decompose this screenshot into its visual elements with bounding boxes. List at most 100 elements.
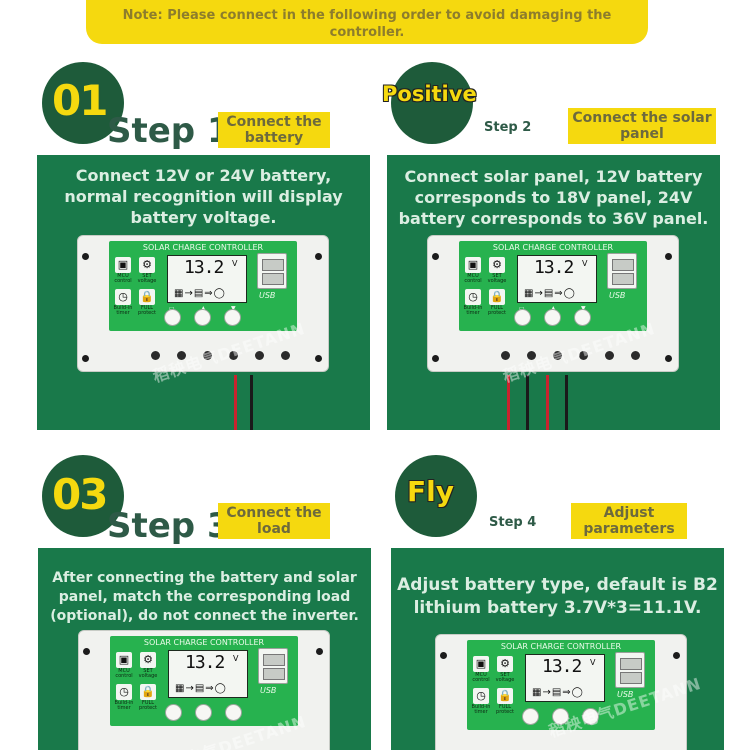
lcd-voltage: 13.2 (534, 257, 574, 278)
usb-port (615, 652, 645, 688)
board-title: SOLAR CHARGE CONTROLLER (500, 642, 622, 651)
terminal (177, 351, 186, 360)
usb-slot (262, 273, 284, 285)
menu-button[interactable] (164, 309, 181, 326)
set-icon: ⚙ (489, 257, 505, 273)
step-1-description: Connect 12V or 24V battery, normal recog… (64, 166, 343, 227)
usb-port (607, 253, 637, 289)
up-button[interactable] (544, 309, 561, 326)
step-3-badge-number: 03 (52, 470, 108, 519)
set-label: SET voltage (487, 273, 507, 284)
step-2-description: Connect solar panel, 12V battery corresp… (398, 167, 709, 228)
lcd-status-icons: ▦→▤⇒◯ (174, 288, 226, 299)
terminal (255, 351, 264, 360)
usb-slot (263, 654, 285, 666)
lcd-voltage: 13.2 (185, 652, 225, 673)
step-3-description: After connecting the battery and solar p… (50, 570, 359, 624)
mount-hole (82, 253, 89, 260)
step-1-tag: Connect the battery (218, 112, 330, 148)
terminal (203, 351, 212, 360)
usb-slot (262, 259, 284, 271)
board-title: SOLAR CHARGE CONTROLLER (142, 243, 264, 252)
terminal (151, 351, 160, 360)
lock-icon: 🔒 (139, 289, 155, 305)
lcd-display: 13.2 V ▦→▤⇒◯ (168, 650, 248, 698)
step-3-badge (42, 455, 124, 537)
step-1-title: Step 1 (107, 111, 231, 151)
lcd-voltage: 13.2 (184, 257, 224, 278)
battery-wire (565, 375, 568, 430)
set-label: SET voltage (495, 672, 515, 683)
up-button[interactable] (552, 708, 569, 725)
step-3-controller: SOLAR CHARGE CONTROLLER ▣ MCU control ⚙ … (78, 630, 330, 750)
battery-wire-negative (250, 375, 253, 430)
terminal (579, 351, 588, 360)
solar-wire (526, 375, 529, 430)
lcd-status-icons: ▦→▤⇒◯ (524, 288, 576, 299)
protect-label: FULL protect (138, 305, 156, 316)
up-button[interactable] (194, 309, 211, 326)
mcu-icon: ▣ (116, 652, 132, 668)
step-2-badge-word: Positive (382, 82, 477, 106)
menu-button[interactable] (165, 704, 182, 721)
step-3-panel: After connecting the battery and solar p… (38, 548, 371, 750)
step-4-badge (395, 455, 477, 537)
step-1-badge-number: 01 (52, 76, 108, 125)
step-4-controller: SOLAR CHARGE CONTROLLER ▣ MCU control ⚙ … (435, 634, 703, 750)
step-2-badge (391, 62, 473, 144)
step-1-controller: SOLAR CHARGE CONTROLLER ▣ MCU control ⚙ … (77, 235, 329, 430)
timer-icon: ◷ (465, 289, 481, 305)
lcd-unit: V (582, 259, 588, 268)
mount-hole (673, 652, 680, 659)
lock-icon: 🔒 (497, 688, 513, 704)
lock-icon: 🔒 (140, 684, 156, 700)
down-button[interactable] (224, 309, 241, 326)
mcu-icon: ▣ (465, 257, 481, 273)
lcd-unit: V (590, 658, 596, 667)
mcu-label: MCU control (464, 273, 482, 284)
timer-label: Build-in timer (471, 704, 491, 715)
controller-face: SOLAR CHARGE CONTROLLER ▣ MCU control ⚙ … (109, 241, 297, 331)
lcd-voltage: 13.2 (542, 656, 582, 677)
menu-button[interactable] (514, 309, 531, 326)
terminal (631, 351, 640, 360)
terminal (527, 351, 536, 360)
step-2-controller: SOLAR CHARGE CONTROLLER ▣ MCU control ⚙ … (427, 235, 679, 430)
button-mark: ▭ (169, 305, 175, 312)
controller-face: SOLAR CHARGE CONTROLLER ▣ MCU control ⚙ … (467, 640, 655, 730)
solar-wire (507, 375, 510, 430)
lock-icon: 🔒 (489, 289, 505, 305)
down-button[interactable] (225, 704, 242, 721)
mcu-label: MCU control (114, 273, 132, 284)
board-title: SOLAR CHARGE CONTROLLER (143, 638, 265, 647)
lcd-status-icons: ▦→▤⇒◯ (175, 683, 227, 694)
menu-button[interactable] (522, 708, 539, 725)
usb-label: USB (609, 291, 626, 300)
step-2-tag: Connect the solar panel (568, 108, 716, 144)
lcd-unit: V (233, 654, 239, 663)
set-icon: ⚙ (140, 652, 156, 668)
set-icon: ⚙ (139, 257, 155, 273)
step-4-description: Adjust battery type, default is B2 lithi… (397, 575, 718, 618)
step-2-title: Step 2 (484, 120, 532, 135)
timer-icon: ◷ (115, 289, 131, 305)
mount-hole (665, 253, 672, 260)
battery-wire (546, 375, 549, 430)
up-button[interactable] (195, 704, 212, 721)
down-button[interactable] (582, 708, 599, 725)
timer-icon: ◷ (116, 684, 132, 700)
step-4-title: Step 4 (489, 515, 537, 530)
button-mark: ▼ (231, 305, 236, 312)
timer-label: Build-in timer (113, 305, 133, 316)
protect-label: FULL protect (139, 700, 157, 711)
step-4-badge-word: Fly (407, 475, 454, 508)
timer-label: Build-in timer (114, 700, 134, 711)
usb-port (258, 648, 288, 684)
mcu-label: MCU control (115, 668, 133, 679)
protect-label: FULL protect (488, 305, 506, 316)
down-button[interactable] (574, 309, 591, 326)
usb-label: USB (617, 690, 634, 699)
battery-wire-positive (234, 375, 237, 430)
usb-label: USB (259, 291, 276, 300)
lcd-display: 13.2 V ▦→▤⇒◯ (525, 654, 605, 702)
